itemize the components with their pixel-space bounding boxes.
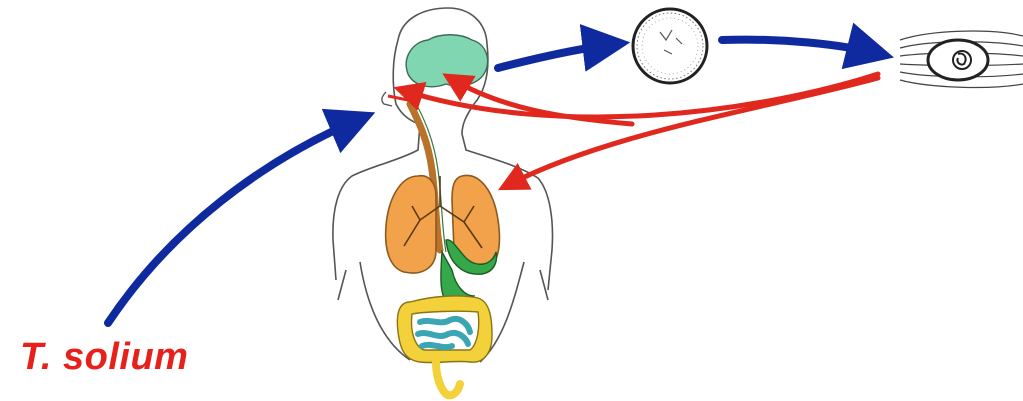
brain	[406, 35, 487, 87]
colon	[397, 296, 492, 363]
blue-arrows	[108, 40, 880, 323]
egg-to-larva-arrow	[722, 40, 880, 54]
small-intestine	[418, 319, 470, 347]
red-arrows	[402, 74, 878, 186]
species-label: T. solium	[20, 336, 188, 379]
ingestion-arrow	[108, 118, 362, 323]
human-to-egg-arrow	[498, 44, 616, 68]
oncosphere-larva-icon	[900, 31, 1023, 87]
tapeworm-egg-icon	[633, 9, 707, 83]
left-lung	[386, 176, 436, 273]
larva-to-lungs-arrow	[506, 78, 878, 186]
